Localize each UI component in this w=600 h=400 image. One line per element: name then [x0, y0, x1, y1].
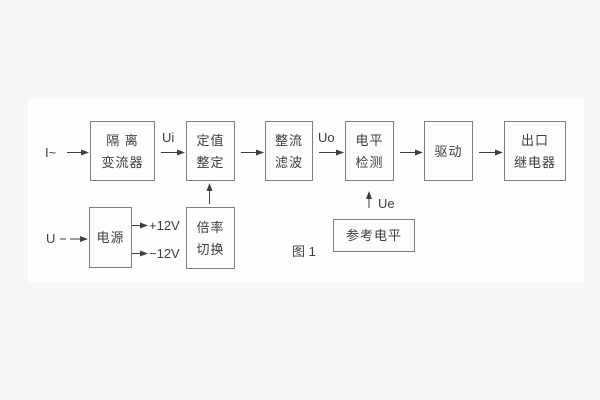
- block-label: 隔 离: [106, 132, 139, 148]
- rail-plus12v-label: +12V: [149, 218, 180, 233]
- block-label: 定值: [196, 132, 225, 148]
- block-label: 继电器: [513, 154, 556, 170]
- block-power-supply: 电源: [89, 207, 132, 268]
- block-label: 整定: [196, 154, 225, 170]
- figure-caption: 图 1: [292, 244, 316, 259]
- signal-ue-label: Ue: [378, 196, 395, 211]
- rail-minus12v-label: −12V: [149, 246, 180, 261]
- input-voltage-label: U: [46, 231, 56, 246]
- block-rectifier-filter: 整流 滤波: [265, 121, 313, 181]
- block-level-detect: 电平 检测: [345, 121, 394, 181]
- signal-uo-label: Uo: [318, 130, 335, 145]
- block-setpoint-adjust: 定值 整定: [186, 121, 235, 181]
- block-drive: 驱动: [424, 121, 473, 181]
- block-label: 参考电平: [345, 228, 402, 243]
- block-reference-level: 参考电平: [333, 219, 415, 252]
- block-ratio-switch: 倍率 切换: [186, 207, 235, 269]
- block-label: 变流器: [101, 154, 144, 170]
- block-label: 电源: [96, 230, 125, 245]
- input-current-label: I~: [45, 145, 57, 160]
- block-label: 检测: [355, 154, 384, 170]
- block-label: 滤波: [274, 154, 303, 170]
- block-label: 电平: [355, 132, 384, 148]
- block-output-relay: 出口 继电器: [504, 121, 566, 181]
- block-label: 整流: [274, 132, 303, 148]
- signal-ui-label: Ui: [162, 130, 175, 145]
- block-label: 出口: [520, 132, 549, 148]
- block-label: 切换: [196, 241, 225, 257]
- block-label: 驱动: [434, 143, 463, 159]
- block-label: 倍率: [196, 219, 225, 235]
- block-isolation-transformer: 隔 离 变流器: [90, 121, 155, 181]
